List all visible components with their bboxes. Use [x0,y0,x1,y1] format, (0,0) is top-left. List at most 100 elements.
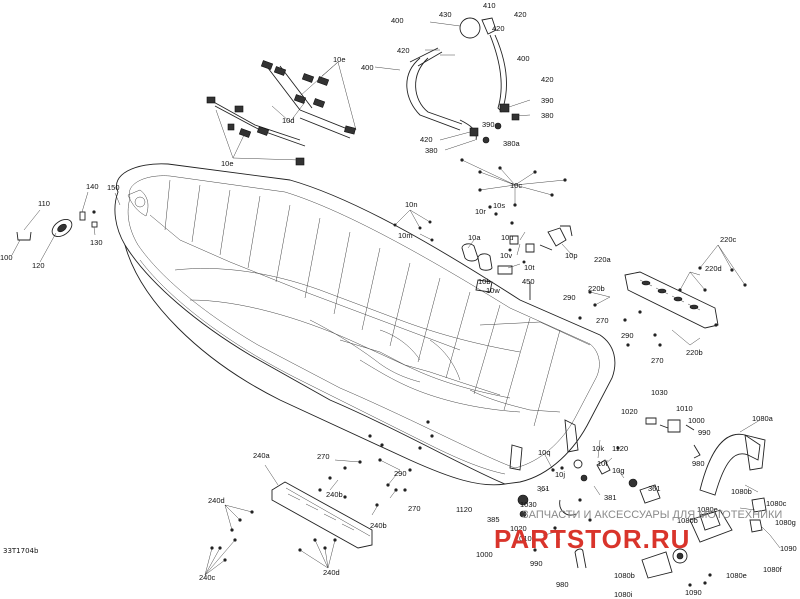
fastener-group-10n [393,209,573,300]
callout-label: 150 [107,183,120,192]
callout-label: 270 [651,356,664,365]
callout-label: 400 [361,63,374,72]
callout-label: 10f [597,459,608,468]
callout-label: 130 [90,238,103,247]
callout-label: 450 [522,277,535,286]
callout-label: 1030 [520,500,537,509]
callout-label: 1080b [731,487,752,496]
callout-label: 400 [517,54,530,63]
callout-label: 10b [478,277,491,286]
callout-label: 380 [425,146,438,155]
callout-label: 420 [420,135,433,144]
callout-label: 1080i [614,590,633,599]
callout-label: 10p [565,251,578,260]
callout-label: 140 [86,182,99,191]
callout-label: 980 [692,459,705,468]
callout-label: 1010 [676,404,693,413]
vent-panel-220 [578,244,747,347]
callout-label: 10s [493,201,505,210]
callout-label: 420 [492,24,505,33]
callout-label: 990 [530,559,543,568]
callout-label: 270 [408,504,421,513]
vent-panel-240 [204,420,434,576]
callout-label: 1000 [476,550,493,559]
diagram-reference-code: 33T1704b [3,547,39,555]
callout-label: 390 [482,120,495,129]
callout-label: 1080a [752,414,774,423]
fastener-group-10c [460,158,567,225]
callout-label: 1080e [697,505,718,514]
callout-label: 10t [524,263,535,272]
callout-label: 10a [468,233,481,242]
watermark: ЗАПЧАСТИ И АКСЕССУАРЫ ДЛЯ МОТОТЕХНИКИ PA… [494,509,782,554]
callout-label: 220d [705,264,722,273]
callout-label: 240d [323,568,340,577]
callout-label: 10v [500,251,512,260]
callout-label: 381 [604,493,617,502]
callout-label: 240a [253,451,271,460]
callout-label: 240c [199,573,216,582]
callout-label: 120 [32,261,45,270]
hose-assembly-400 [374,17,531,151]
callout-label: 10k [592,444,604,453]
callout-label: 10q [538,448,551,457]
callout-label: 220b [588,284,605,293]
hull-body [114,163,616,486]
callout-label: 240b [326,490,343,499]
callout-label: 400 [391,16,404,25]
handle-assembly-1080 [641,417,781,587]
watermark-tagline: ЗАПЧАСТИ И АКСЕССУАРЫ ДЛЯ МОТОТЕХНИКИ [522,509,782,521]
callout-label: 10e [333,55,346,64]
callout-label: 1080b [614,571,635,580]
callout-label: 385 [487,515,500,524]
callout-label: 420 [397,46,410,55]
callout-label: 10n [405,200,418,209]
callout-label: 240d [208,496,225,505]
callout-label: 1090 [780,544,797,553]
callout-label: 420 [541,75,554,84]
callout-label: 220b [686,348,703,357]
callout-label: 270 [596,316,609,325]
callout-label: 361 [648,484,661,493]
callout-label: 980 [556,580,569,589]
cable-set-10d [206,60,357,166]
callout-label: 10d [282,116,295,125]
callout-label: 10u [501,233,514,242]
watermark-logo-text: PARTSTOR.RU [494,524,690,554]
callout-label: 410 [483,1,496,10]
bow-eye-parts [11,191,121,263]
callout-label: 1020 [510,524,527,533]
callout-label: 1080f [763,565,783,574]
callout-label: 110 [38,199,50,208]
callout-label: 390 [541,96,554,105]
callout-label: 100 [0,253,13,262]
callout-label: 270 [317,452,330,461]
callout-label: 10w [486,286,500,295]
callout-label: 1080e [726,571,747,580]
callout-label: 1000 [688,416,705,425]
callout-label: 1010 [515,534,532,543]
callout-label: 1030 [651,388,668,397]
callout-label: 990 [698,428,711,437]
callout-label: 1120 [612,444,628,453]
callout-label: 290 [621,331,634,340]
callout-label: 1020 [621,407,638,416]
callout-label: 1080g [775,518,796,527]
callout-label: 1080b [677,516,698,525]
callout-label: 1080c [766,499,787,508]
callout-label: 10g [612,466,625,475]
callout-label: 1090 [685,588,702,597]
callout-label: 430 [439,10,452,19]
callout-label: 380a [503,139,521,148]
callout-label: 10r [475,207,486,216]
callout-label: 220a [594,255,612,264]
callout-label: 10e [221,159,234,168]
callout-label: 380 [541,111,554,120]
callout-label: 10m [398,231,413,240]
callout-label: 420 [514,10,527,19]
callout-label: 290 [563,293,576,302]
callout-label: 361 [537,484,550,493]
callout-label: 240b [370,521,387,530]
